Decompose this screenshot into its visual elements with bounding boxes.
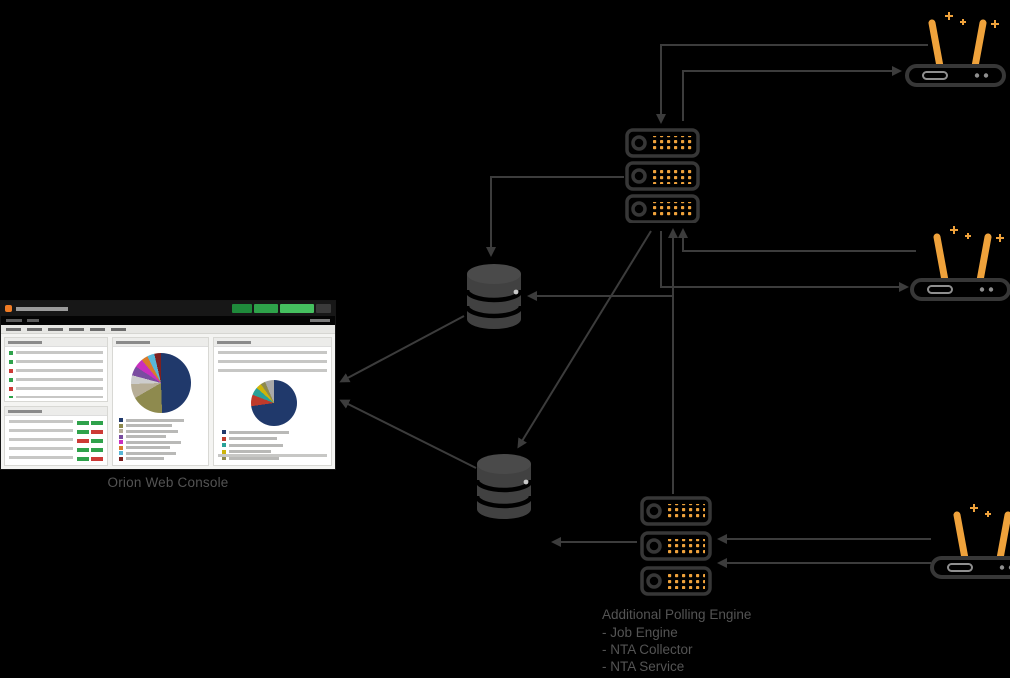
netflow-device-bottom — [928, 500, 1010, 587]
legend-row — [119, 423, 200, 428]
fake-text-rows — [9, 420, 73, 461]
additional-polling-engine — [640, 496, 712, 603]
legend-row — [119, 445, 200, 450]
legend-row — [222, 430, 297, 434]
status-dot-column — [9, 351, 13, 398]
wireless-router-icon — [910, 226, 1010, 301]
pie-chart-2 — [251, 380, 297, 426]
wireless-router-icon — [930, 504, 1010, 579]
arrow-router-top-to-engine — [656, 44, 928, 124]
arrow-database-top-to-console — [339, 315, 465, 383]
ape-title: Additional Polling Engine — [602, 607, 752, 622]
wireless-router-icon — [905, 12, 1006, 87]
ape-item-job-engine: - Job Engine — [602, 625, 678, 640]
orion-web-console-screenshot — [0, 300, 336, 470]
netflow-device-top — [903, 8, 1008, 95]
panel-title-bar — [214, 338, 331, 347]
legend-row — [119, 434, 200, 439]
ape-item-nta-service: - NTA Service — [602, 659, 685, 674]
console-nodes-panel — [4, 337, 108, 402]
fake-text-rows — [16, 351, 103, 398]
console-header-buttons — [232, 304, 331, 313]
arrow-database-bottom-to-console — [339, 399, 477, 469]
server-stack-icon — [625, 128, 700, 224]
console-title-bar — [16, 306, 68, 311]
main-polling-engine — [625, 128, 700, 228]
arrow-engine-to-database-bottom — [517, 230, 652, 449]
panel-title-bar — [113, 338, 208, 347]
netflow-device-middle — [908, 222, 1010, 309]
arrow-router-middle-to-engine — [678, 228, 916, 252]
status-dot-red — [9, 369, 13, 373]
console-pie-panel-1 — [112, 337, 209, 466]
legend-row — [119, 451, 200, 456]
database-icon — [464, 264, 524, 329]
console-subheader — [1, 316, 335, 325]
legend-row — [222, 436, 297, 441]
legend-row — [119, 418, 200, 422]
console-logo-icon — [5, 305, 12, 312]
legend-row — [119, 429, 200, 434]
pie-legend-1 — [119, 418, 200, 461]
console-left-column — [4, 337, 108, 466]
web-console-label: Orion Web Console — [107, 475, 229, 490]
server-stack-icon — [640, 496, 712, 596]
arrow-engine-to-router-middle — [660, 231, 909, 292]
legend-row — [222, 443, 297, 447]
console-header — [1, 301, 335, 316]
database-bottom — [473, 452, 535, 527]
ape-item-nta-collector: - NTA Collector — [602, 642, 693, 657]
legend-row — [119, 440, 200, 445]
fake-text-rows — [218, 351, 327, 375]
legend-row — [222, 449, 297, 454]
pie-chart-1 — [131, 353, 191, 413]
arrow-engine-to-database-top — [486, 176, 624, 257]
database-top — [463, 262, 525, 337]
panel-title-bar — [5, 338, 107, 347]
console-menubar — [1, 325, 335, 334]
legend-row — [119, 456, 200, 461]
console-pie-panel-2 — [213, 337, 332, 466]
database-icon — [474, 454, 534, 519]
panel-title-bar — [5, 407, 107, 416]
arrow-engine-to-router-top — [682, 66, 902, 121]
status-dot-red — [9, 387, 13, 391]
status-pill-column — [77, 421, 104, 461]
fake-text-rows — [218, 454, 327, 462]
console-events-panel — [4, 406, 108, 466]
console-body — [1, 334, 335, 469]
additional-polling-engine-label: Additional Polling Engine - Job Engine -… — [602, 606, 751, 675]
